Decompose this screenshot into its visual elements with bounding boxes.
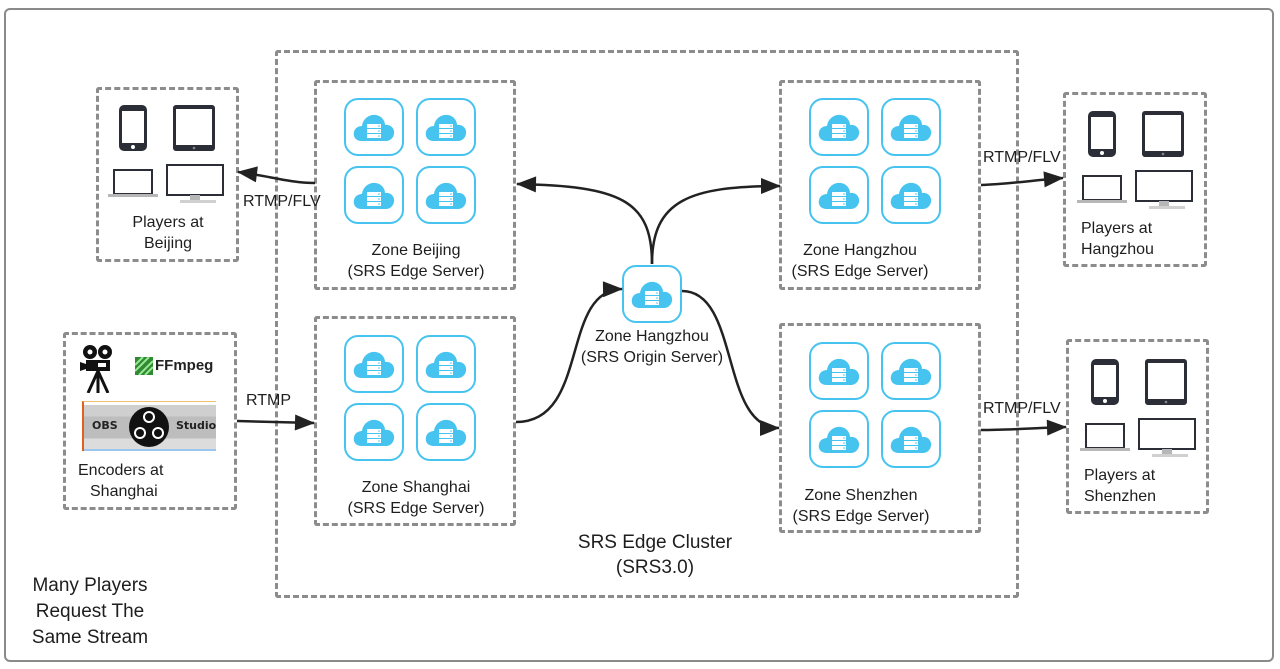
- obs-studio-logo: OBS Studio: [82, 401, 216, 451]
- edge-server-icon: [809, 166, 869, 224]
- zone-beijing-box: [314, 80, 516, 290]
- cloud-server-icon: [818, 426, 860, 453]
- zone-hangzhou-servers: [809, 98, 943, 224]
- desktop-icon: [1135, 170, 1193, 209]
- arrow-origin-shenzhen: [681, 289, 780, 436]
- cloud-server-icon: [890, 358, 932, 385]
- zone-shanghai-box: [314, 316, 516, 526]
- cloud-server-icon: [353, 351, 395, 378]
- tablet-icon: [173, 105, 215, 151]
- edge-server-icon: [809, 410, 869, 468]
- cluster-title: SRS Edge Cluster (SRS3.0): [577, 532, 733, 578]
- cloud-server-icon: [425, 419, 467, 446]
- protocol-label-shenzhen: RTMP/FLV: [983, 400, 1061, 417]
- cloud-server-icon: [890, 182, 932, 209]
- arrow-origin-hangzhou: [650, 178, 781, 265]
- tablet-icon: [1145, 359, 1187, 405]
- cloud-server-icon: [425, 351, 467, 378]
- cloud-server-icon: [890, 426, 932, 453]
- diagram-frame: [4, 8, 1274, 662]
- phone-icon: [119, 105, 147, 151]
- edge-server-icon: [344, 98, 404, 156]
- laptop-icon: [1080, 423, 1130, 451]
- players-shenzhen-box: [1066, 339, 1209, 514]
- edge-server-icon: [881, 166, 941, 224]
- edge-server-icon: [416, 335, 476, 393]
- edge-server-icon: [344, 166, 404, 224]
- edge-server-icon: [881, 342, 941, 400]
- cloud-server-icon: [631, 281, 673, 308]
- edge-server-icon: [416, 98, 476, 156]
- protocol-label-beijing: RTMP/FLV: [243, 193, 321, 210]
- origin-server-icon: [622, 265, 682, 323]
- zone-shanghai-label: Zone Shanghai (SRS Edge Server): [347, 479, 485, 517]
- cloud-server-icon: [818, 182, 860, 209]
- zone-shanghai-servers: [344, 335, 478, 461]
- protocol-label-hangzhou: RTMP/FLV: [983, 149, 1061, 166]
- cloud-server-icon: [818, 358, 860, 385]
- edge-server-icon: [881, 98, 941, 156]
- edge-server-icon: [344, 403, 404, 461]
- edge-server-icon: [809, 342, 869, 400]
- laptop-icon: [1077, 175, 1127, 203]
- zone-shenzhen-box: [779, 323, 981, 533]
- players-beijing-label: Players at Beijing: [132, 214, 204, 252]
- ffmpeg-logo-icon: [135, 357, 153, 375]
- edge-server-icon: [809, 98, 869, 156]
- players-shenzhen-label: Players at Shenzhen: [1084, 467, 1157, 505]
- arrow-shenzhen-players: [980, 419, 1067, 436]
- cloud-server-icon: [353, 419, 395, 446]
- edge-server-icon: [416, 403, 476, 461]
- cloud-server-icon: [353, 114, 395, 141]
- camera-icon: [80, 345, 112, 393]
- encoder-icons: FFmpeg OBS Studio: [80, 343, 220, 453]
- arrow-hangzhou-players: [980, 171, 1064, 188]
- players-hangzhou-label: Players at Hangzhou: [1081, 220, 1154, 258]
- zone-shenzhen-label: Zone Shenzhen (SRS Edge Server): [792, 487, 930, 525]
- zone-beijing-servers: [344, 98, 478, 224]
- cloud-server-icon: [425, 182, 467, 209]
- edge-server-icon: [344, 335, 404, 393]
- players-hangzhou-box: [1063, 92, 1207, 267]
- edge-server-icon: [881, 410, 941, 468]
- obs-logo-icon: [129, 407, 169, 447]
- ffmpeg-label: FFmpeg: [155, 357, 214, 374]
- zone-hangzhou-edge-label: Zone Hangzhou (SRS Edge Server): [791, 242, 929, 280]
- edge-cluster-box: [275, 50, 1019, 598]
- zone-beijing-label: Zone Beijing (SRS Edge Server): [347, 242, 485, 280]
- zone-shenzhen-servers: [809, 342, 943, 468]
- origin-label: Zone Hangzhou (SRS Origin Server): [580, 328, 724, 366]
- laptop-icon: [108, 169, 158, 197]
- arrow-beijing-players: [237, 166, 316, 185]
- encoders-shanghai-box: [63, 332, 237, 510]
- cloud-server-icon: [425, 114, 467, 141]
- desktop-icon: [1138, 418, 1196, 457]
- encoders-label: Encoders at Shanghai: [78, 462, 164, 500]
- arrow-origin-beijing: [516, 176, 654, 265]
- cloud-server-icon: [818, 114, 860, 141]
- arrow-encoder-ingest: [236, 414, 315, 431]
- desktop-icon: [166, 164, 224, 203]
- phone-icon: [1088, 111, 1116, 157]
- diagram-caption: Many Players Request The Same Stream: [31, 575, 149, 648]
- edge-server-icon: [416, 166, 476, 224]
- protocol-label-ingest: RTMP: [246, 392, 292, 409]
- cloud-server-icon: [353, 182, 395, 209]
- cloud-server-icon: [890, 114, 932, 141]
- tablet-icon: [1142, 111, 1184, 157]
- arrow-shanghai-origin: [515, 281, 623, 424]
- phone-icon: [1091, 359, 1119, 405]
